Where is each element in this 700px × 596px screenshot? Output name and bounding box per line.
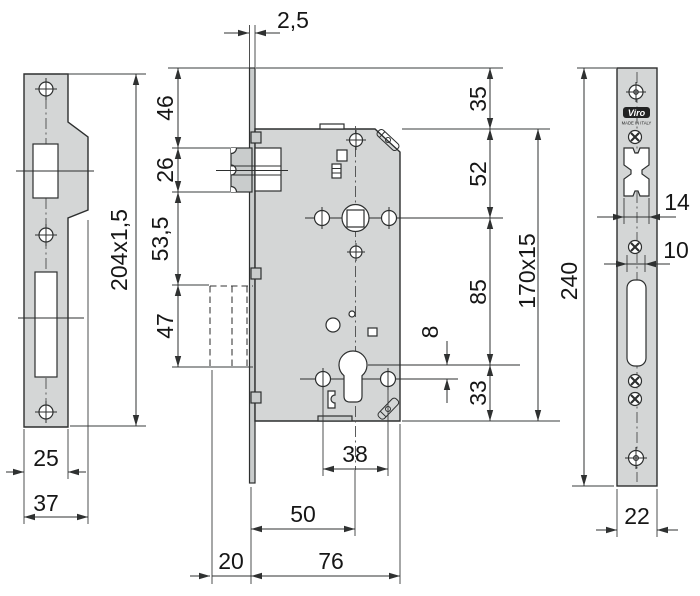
case-edge-tab-1	[250, 131, 262, 144]
case-edge-tab-2	[250, 267, 262, 280]
cylinder-fixing-hole-right	[379, 368, 397, 390]
case-detail-small-circle	[348, 310, 356, 318]
faceplate-screw-1	[627, 129, 643, 145]
dim-faceplate-length: 240	[556, 262, 582, 300]
handle-follower	[341, 203, 370, 233]
faceplate-deadbolt-slot	[626, 279, 647, 367]
faceplate-latch-cutout	[623, 147, 650, 197]
brand-logo-text: Viro	[628, 108, 646, 118]
dim-cylinder-to-bottom: 33	[465, 380, 491, 406]
faceplate-view: Viro MADE IN ITALY	[616, 67, 658, 487]
latch-bolt	[216, 147, 288, 193]
strike-deadbolt-opening	[34, 271, 58, 378]
case-bottom-step	[317, 415, 353, 422]
strike-screw-hole-middle	[35, 224, 57, 246]
case-hole-under-follower	[347, 243, 365, 261]
case-hole-top	[346, 130, 366, 150]
case-detail-square	[336, 149, 348, 162]
extension-lines	[23, 67, 658, 584]
dim-latch-cutout-width: 14	[664, 189, 690, 215]
euro-cylinder-hole	[338, 350, 368, 403]
dim-latch-to-deadbolt: 53,5	[147, 217, 173, 262]
faceplate-hole-top	[626, 82, 646, 102]
dim-strike-plate-size: 204x1,5	[106, 209, 132, 291]
faceplate-hole-bottom	[625, 447, 647, 469]
dim-latch-height: 26	[152, 157, 178, 183]
case-hole-left	[313, 207, 331, 229]
spring-detail-top	[376, 128, 400, 152]
case-detail-stack	[331, 163, 342, 179]
case-hole-right	[380, 207, 398, 229]
strike-screw-hole-top	[35, 78, 57, 100]
dim-top-to-follower: 52	[465, 161, 491, 187]
faceplate-screw-4	[627, 391, 643, 407]
dim-fixing-holes-spacing: 38	[342, 441, 368, 467]
cylinder-fixing-hole-left	[314, 368, 332, 390]
dim-deadbolt-throw: 20	[218, 548, 244, 574]
lock-case-view	[209, 25, 520, 484]
faceplate-screw-2	[627, 239, 643, 255]
dim-faceplate-top-margin: 35	[465, 86, 491, 112]
dim-follower-to-cylinder: 85	[465, 279, 491, 305]
brand-logo: Viro MADE IN ITALY	[622, 107, 652, 126]
case-detail-circle	[325, 317, 341, 333]
brand-origin-text: MADE IN ITALY	[622, 121, 652, 126]
spring-detail-bottom	[377, 397, 400, 420]
dim-strike-width: 37	[33, 490, 59, 516]
faceplate-screw-3	[627, 373, 643, 389]
dim-faceplate-thickness: 2,5	[277, 7, 309, 33]
strike-screw-hole-bottom	[35, 401, 57, 423]
dim-strike-hole-width: 25	[33, 445, 59, 471]
dim-backset: 50	[290, 501, 316, 527]
strike-plate-view	[16, 73, 94, 428]
dimensions: 204x1,5 25 37 2,5 46 26 53,5 47	[6, 7, 690, 584]
dim-top-to-latch: 46	[152, 95, 178, 121]
dim-deadbolt-height: 47	[152, 313, 178, 339]
deadbolt-thrown-dashed	[209, 285, 253, 367]
case-top-tab	[319, 123, 345, 130]
dim-case-depth: 76	[318, 548, 344, 574]
dim-faceplate-alt-size: 170x15	[514, 233, 540, 308]
case-detail-square-2	[367, 327, 378, 337]
case-clip-detail	[327, 390, 336, 409]
case-edge-tab-3	[250, 391, 262, 404]
dim-cylinder-hole-offset: 8	[417, 326, 443, 339]
lock-case-outline	[254, 128, 401, 422]
dim-faceplate-width: 22	[624, 503, 650, 529]
dim-deadbolt-slot-width: 10	[663, 237, 689, 263]
